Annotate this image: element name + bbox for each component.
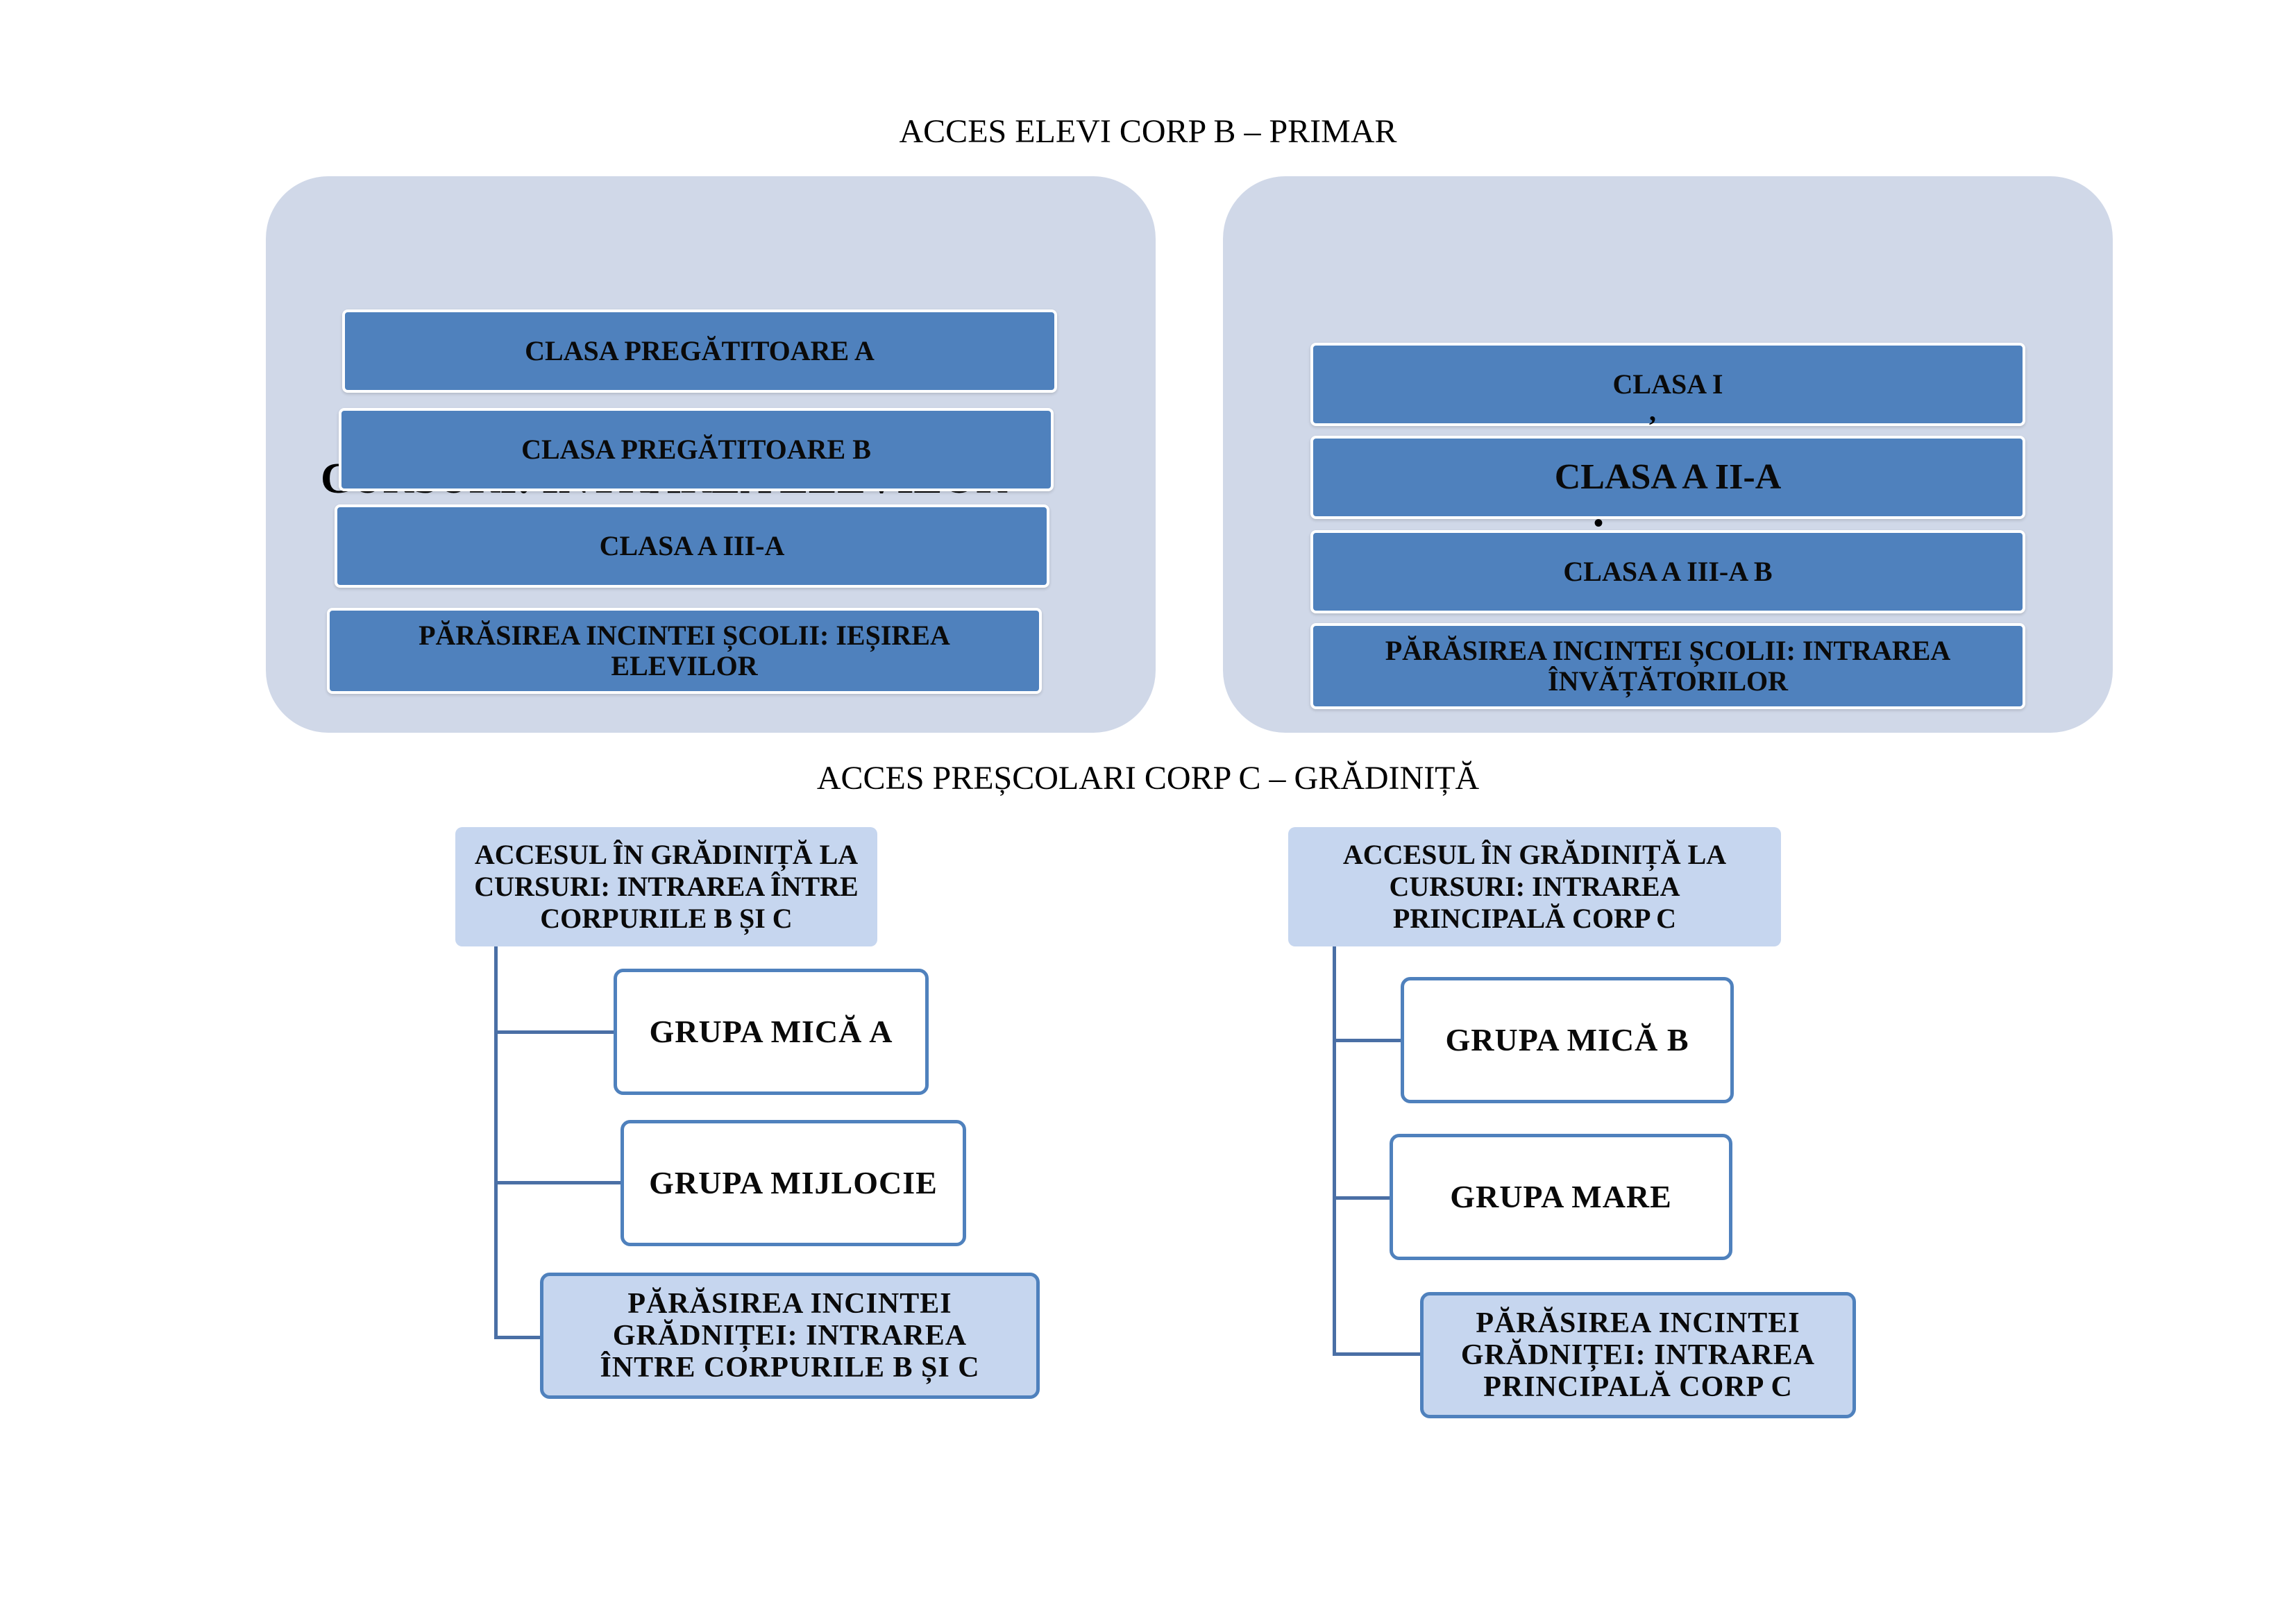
section-c-title: ACCES PREȘCOLARI CORP C – GRĂDINIȚĂ [816, 760, 1480, 797]
right-tree-root: ACCESUL ÎN GRĂDINIȚĂ LA CURSURI: INTRARE… [1288, 827, 1781, 946]
right-tree-trunk [1333, 946, 1336, 1356]
right-tree-parasirea-incintei: PĂRĂSIREA INCINTEI GRĂDNIȚEI: INTRAREA P… [1420, 1292, 1856, 1418]
section-b-title: ACCES ELEVI CORP B – PRIMAR [899, 113, 1397, 150]
left-bar-clasa-pregatitoare-a: CLASA PREGĂTITOARE A [342, 309, 1057, 393]
left-tree-branch [494, 1030, 616, 1034]
right-tree-branch [1333, 1039, 1403, 1042]
right-tree-grupa-mica-b: GRUPA MICĂ B [1401, 977, 1734, 1103]
right-bar-parasirea-incintei: PĂRĂSIREA INCINTEI ȘCOLII: INTRAREA ÎNVĂ… [1310, 623, 2025, 709]
left-tree-grupa-mijlocie: GRUPA MIJLOCIE [621, 1120, 966, 1246]
left-tree-root: ACCESUL ÎN GRĂDINIȚĂ LA CURSURI: INTRARE… [455, 827, 877, 946]
left-bar-clasa-a-iii-a: CLASA A III-A [335, 504, 1049, 588]
right-tree-branch [1333, 1352, 1423, 1356]
left-tree-parasirea-incintei: PĂRĂSIREA INCINTEI GRĂDNIȚEI: INTRAREA Î… [540, 1273, 1040, 1399]
left-tree-branch [494, 1181, 623, 1184]
decor-mark: ʼ [1648, 410, 1657, 441]
left-bar-parasirea-incintei: PĂRĂSIREA INCINTEI ȘCOLII: IEȘIREA ELEVI… [327, 608, 1042, 694]
left-bar-clasa-pregatitoare-b: CLASA PREGĂTITOARE B [339, 408, 1054, 491]
right-tree-grupa-mare: GRUPA MARE [1390, 1134, 1732, 1260]
left-tree-grupa-mica-a: GRUPA MICĂ A [614, 969, 929, 1095]
left-tree-trunk [494, 946, 498, 1339]
right-bar-clasa-a-ii-a: CLASA A II-A [1310, 436, 2025, 519]
right-tree-branch [1333, 1196, 1392, 1200]
right-bar-clasa-i: CLASA I [1310, 343, 2025, 426]
right-bar-clasa-a-iii-a-b: CLASA A III-A B [1310, 530, 2025, 613]
left-tree-branch [494, 1336, 540, 1339]
